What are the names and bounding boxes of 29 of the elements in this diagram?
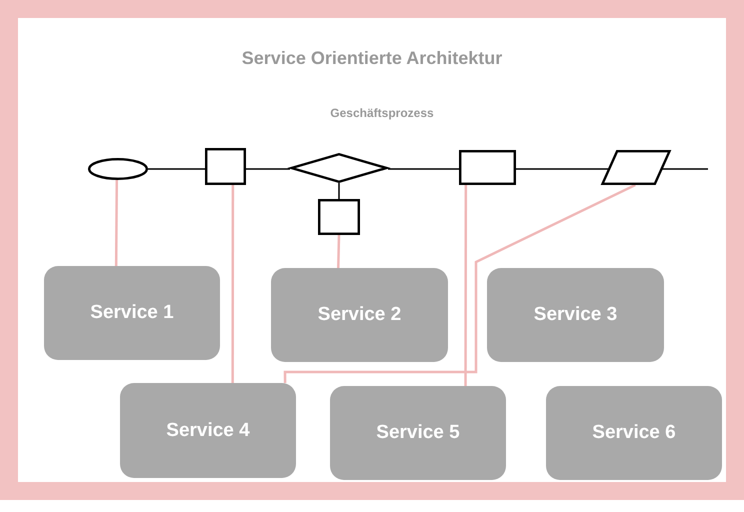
process-line xyxy=(246,168,290,170)
service-name: Service 1 xyxy=(90,302,174,324)
connector-line xyxy=(114,180,118,266)
process-label: Geschäftsprozess xyxy=(330,106,434,120)
process-line xyxy=(338,183,340,199)
service-box xyxy=(271,268,448,362)
process-line xyxy=(388,168,459,170)
service-box xyxy=(120,383,296,478)
service-name: Service 4 xyxy=(166,420,250,442)
process-line xyxy=(516,168,608,170)
connector-line xyxy=(231,185,234,383)
connector-line xyxy=(464,185,468,386)
parallelogram-symbol xyxy=(601,150,671,185)
box-symbol xyxy=(318,199,360,235)
service-box xyxy=(330,386,506,480)
connector-line xyxy=(337,234,340,268)
service-name: Service 6 xyxy=(592,422,676,444)
process-line xyxy=(148,168,205,170)
box-symbol xyxy=(205,148,246,185)
service-name: Service 2 xyxy=(318,304,402,326)
process-line xyxy=(662,168,708,170)
service-box xyxy=(487,268,664,362)
service-name: Service 5 xyxy=(376,422,460,444)
box-symbol xyxy=(459,150,516,185)
diamond-symbol xyxy=(290,153,388,183)
service-box xyxy=(44,266,220,360)
service-box xyxy=(546,386,722,480)
diagram-title: Service Orientierte Architektur xyxy=(242,48,502,68)
service-name: Service 3 xyxy=(534,304,618,326)
